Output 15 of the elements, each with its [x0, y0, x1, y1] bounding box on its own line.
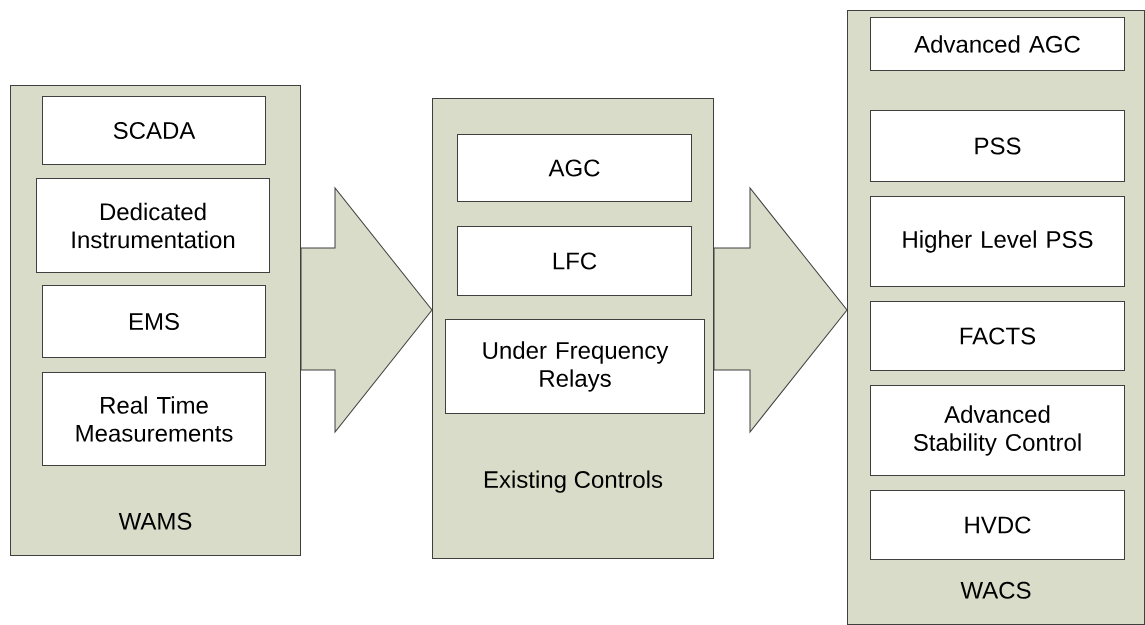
process-box: AGC: [457, 134, 692, 202]
block-arrow: [300, 187, 433, 433]
process-box: LFC: [457, 226, 692, 296]
process-box: Dedicated Instrumentation: [36, 178, 270, 273]
process-box: Advanced Stability Control: [870, 385, 1125, 476]
process-box: Advanced AGC: [870, 17, 1125, 71]
process-box: Higher Level PSS: [870, 196, 1125, 287]
block-arrow: [713, 187, 848, 433]
process-box: Real Time Measurements: [42, 372, 266, 466]
process-box: PSS: [870, 110, 1125, 182]
process-box: HVDC: [870, 490, 1125, 560]
process-box: SCADA: [42, 96, 266, 165]
process-box: EMS: [42, 285, 266, 358]
process-box: FACTS: [870, 301, 1125, 371]
process-box: Under Frequency Relays: [445, 319, 705, 414]
